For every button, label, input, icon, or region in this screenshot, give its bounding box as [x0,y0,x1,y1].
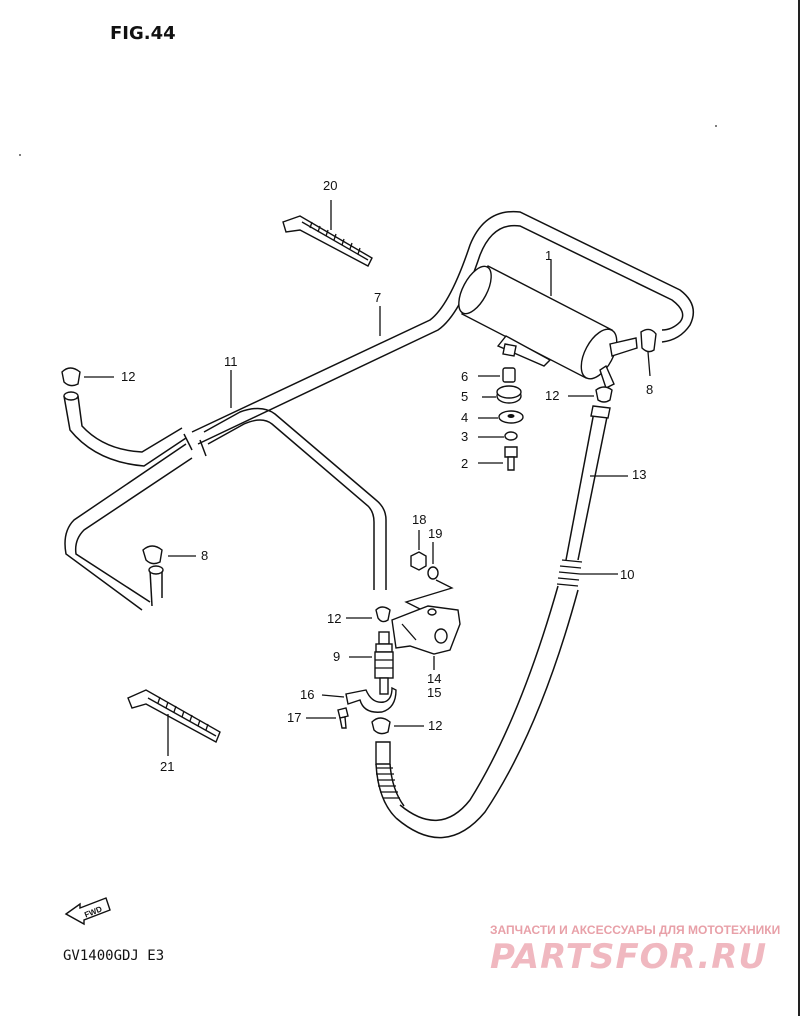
callout-12-canister: 12 [545,388,559,403]
callout-10: 10 [620,567,634,582]
part-11-vent-tube [64,370,387,611]
part-1-canister [458,260,638,389]
assembly-leader [404,579,454,613]
callout-19: 19 [428,526,442,541]
callout-12-middle: 12 [327,611,341,626]
callout-5: 5 [461,389,468,404]
callout-3: 3 [461,429,468,444]
speck [715,125,717,127]
part-8-clamp-left [142,545,196,607]
callout-7: 7 [374,290,381,305]
callout-8-left: 8 [201,548,208,563]
callout-9: 9 [333,649,340,664]
part-16-clamp [321,686,397,713]
part-18-nut [410,530,427,571]
figure-title: FIG.44 [110,23,176,44]
callout-8-right: 8 [646,382,653,397]
part-6-collar [478,367,516,383]
callout-14: 14 [427,671,441,686]
part-5-cushion [482,385,522,404]
part-21-cable-tie [127,689,221,756]
watermark-tagline: ЗАПЧАСТИ И АКСЕССУАРЫ ДЛЯ МОТОТЕХНИКИ [490,923,780,937]
callout-15: 15 [427,685,441,700]
callout-1: 1 [545,248,552,263]
model-code: GV1400GDJ E3 [63,948,164,964]
callout-4: 4 [461,410,468,425]
part-12-clamp-lower [371,717,424,735]
part-10-hose-end [375,741,405,819]
callout-16: 16 [300,687,314,702]
callout-20: 20 [323,178,337,193]
watermark-brand: PARTSFOR.RU [490,937,767,977]
callout-21: 21 [160,759,174,774]
part-17-screw [306,707,349,729]
part-4-washer [478,410,524,424]
fwd-arrow-icon: FWD [64,897,111,926]
callout-6: 6 [461,369,468,384]
part-3-lock-washer [478,431,518,441]
callout-12-lower: 12 [428,718,442,733]
part-19-washer [427,542,439,580]
part-9-fitting [349,631,394,695]
part-14-bracket [391,605,461,670]
speck [19,154,21,156]
part-12-clamp-left [61,367,114,387]
callout-17: 17 [287,710,301,725]
part-20-cable-tie [282,200,373,267]
callout-2: 2 [461,456,468,471]
part-12-clamp-canister [568,386,613,403]
callout-12-left: 12 [121,369,135,384]
part-12-clamp-middle [346,606,391,623]
part-8-clamp-right [640,328,657,377]
part-11-tube-upper-left [63,391,187,467]
callout-11: 11 [224,354,238,369]
part-2-bolt [478,446,518,471]
callout-13: 13 [632,467,646,482]
callout-18: 18 [412,512,426,527]
part-13-hose [565,405,628,561]
part-10-hose-lower [395,559,618,839]
